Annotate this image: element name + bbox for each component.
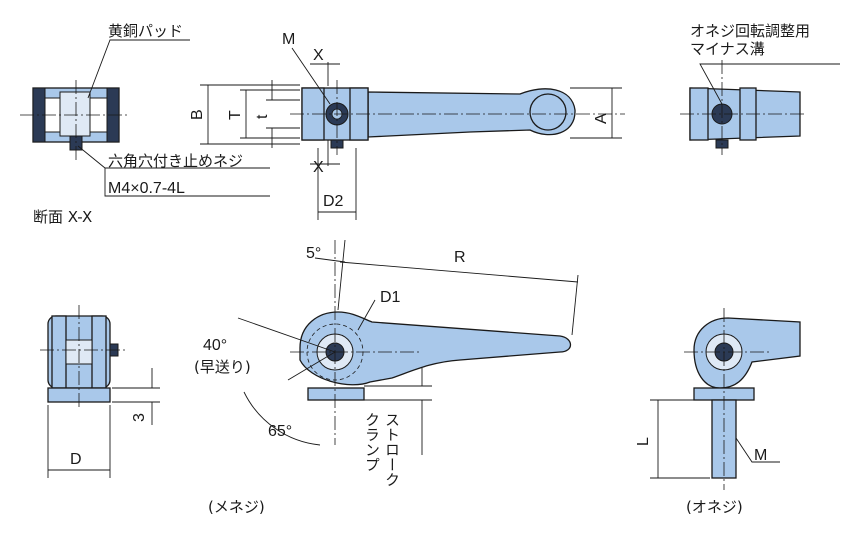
front-pad — [307, 387, 365, 401]
top-X-label: X — [313, 47, 324, 64]
three-label: 3 — [131, 413, 148, 422]
bottom-X-label: X — [313, 159, 324, 176]
male-M-label: M — [754, 447, 767, 464]
angle-40-label: 40° — [203, 337, 227, 354]
angle-65-label: 65° — [268, 423, 292, 440]
section-x-x-view — [20, 39, 270, 197]
side-view — [40, 305, 160, 478]
set-screw-label: 六角穴付き止めネジ — [108, 152, 243, 170]
A-label: A — [593, 113, 610, 124]
D1-label: D1 — [380, 289, 401, 306]
front-lever — [299, 311, 572, 386]
top-lever-hole — [529, 93, 567, 131]
section-label: 断面 X-X — [33, 208, 92, 226]
brass-pad-label: 黄銅パッド — [108, 22, 183, 40]
male-caption: (オネジ) — [686, 498, 743, 516]
early-feed-label: (早送り) — [194, 358, 251, 376]
D-label: D — [70, 451, 82, 468]
female-caption: (メネジ) — [208, 498, 265, 516]
male-view — [650, 308, 801, 490]
top-view — [200, 47, 625, 220]
groove-label-2: マイナス溝 — [690, 40, 765, 58]
B-label: B — [189, 109, 206, 120]
screw-spec-label: M4×0.7-4L — [108, 180, 185, 197]
L-label: L — [635, 437, 652, 446]
clamp-stroke-label-2: ストローク — [383, 412, 401, 487]
clamp-stroke-label-1: クランプ — [363, 412, 381, 472]
D2-label: D2 — [323, 193, 344, 210]
top-M-label: M — [282, 31, 295, 48]
groove-label-1: オネジ回転調整用 — [690, 22, 810, 40]
front-view — [237, 239, 579, 455]
t-label: t — [254, 114, 271, 119]
angle-5-label: 5° — [306, 245, 321, 262]
top-lever-body — [367, 88, 576, 138]
R-label: R — [454, 249, 466, 266]
top-right-view — [680, 60, 840, 155]
T-label: T — [227, 110, 244, 120]
brass-pad-shape — [59, 91, 91, 137]
